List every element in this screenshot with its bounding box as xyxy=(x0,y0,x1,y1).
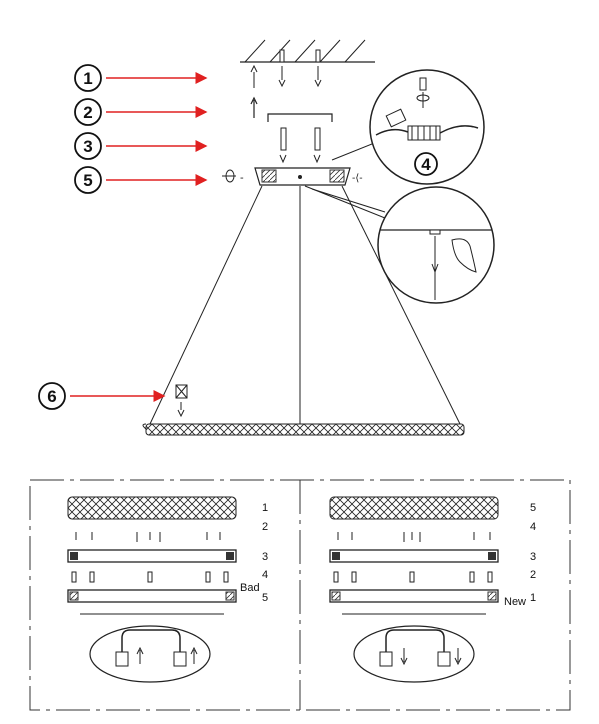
right-connector-oval xyxy=(353,625,475,683)
left-outer-ring xyxy=(67,589,237,603)
left-step-1: 1 xyxy=(262,502,268,514)
right-step-2: 4 xyxy=(530,521,536,533)
bottom-frame xyxy=(29,479,571,711)
rotate-icon xyxy=(222,169,236,183)
detail-callout-circle xyxy=(414,152,438,176)
left-step-3: 3 xyxy=(262,551,268,563)
screws xyxy=(279,127,321,164)
left-connector-oval xyxy=(89,625,211,683)
callout-5: 5 xyxy=(74,166,208,194)
detail-callout-label: 4 xyxy=(421,155,431,174)
mounting-bracket xyxy=(250,96,333,122)
callout-2: 2 xyxy=(74,98,208,126)
callout-3: 3 xyxy=(74,132,208,160)
callout-1-label: 1 xyxy=(83,69,92,88)
right-outer-ring xyxy=(329,589,499,603)
left-step-2: 2 xyxy=(262,521,268,533)
right-step-3: 3 xyxy=(530,551,536,563)
right-step-5: 1 xyxy=(530,592,536,604)
right-step-1: 5 xyxy=(530,502,536,514)
left-step-5: 5 xyxy=(262,592,268,604)
callout-6: 6 xyxy=(38,382,166,410)
left-step-4: 4 xyxy=(262,569,268,581)
left-inner-ring xyxy=(67,549,237,563)
callout-2-label: 2 xyxy=(83,103,92,122)
callout-5-label: 5 xyxy=(83,171,92,190)
wall-anchors xyxy=(250,49,322,88)
svg-text:-: - xyxy=(240,172,244,184)
left-panel: 1 2 3 4 5 Bad xyxy=(67,496,268,683)
callout-6-label: 6 xyxy=(47,387,56,406)
callout-1: 1 xyxy=(74,64,208,92)
wiring-detail-bubble xyxy=(331,69,485,185)
right-inner-ring xyxy=(329,549,499,563)
canopy: - -⟨- xyxy=(240,167,363,186)
right-step-4: 2 xyxy=(530,569,536,581)
right-note: New xyxy=(504,596,526,608)
callout-3-label: 3 xyxy=(83,137,92,156)
connector-box xyxy=(175,384,188,418)
right-crystal-row xyxy=(329,496,499,520)
suspension-cables xyxy=(149,185,461,425)
crystal-ring xyxy=(142,423,465,436)
svg-text:-⟨-: -⟨- xyxy=(352,173,363,184)
ceiling xyxy=(240,39,375,63)
hanging-detail-bubble xyxy=(311,186,495,304)
right-panel: 5 4 3 2 1 New xyxy=(329,496,536,683)
left-note: Bad xyxy=(240,582,260,594)
left-crystal-row xyxy=(67,496,237,520)
